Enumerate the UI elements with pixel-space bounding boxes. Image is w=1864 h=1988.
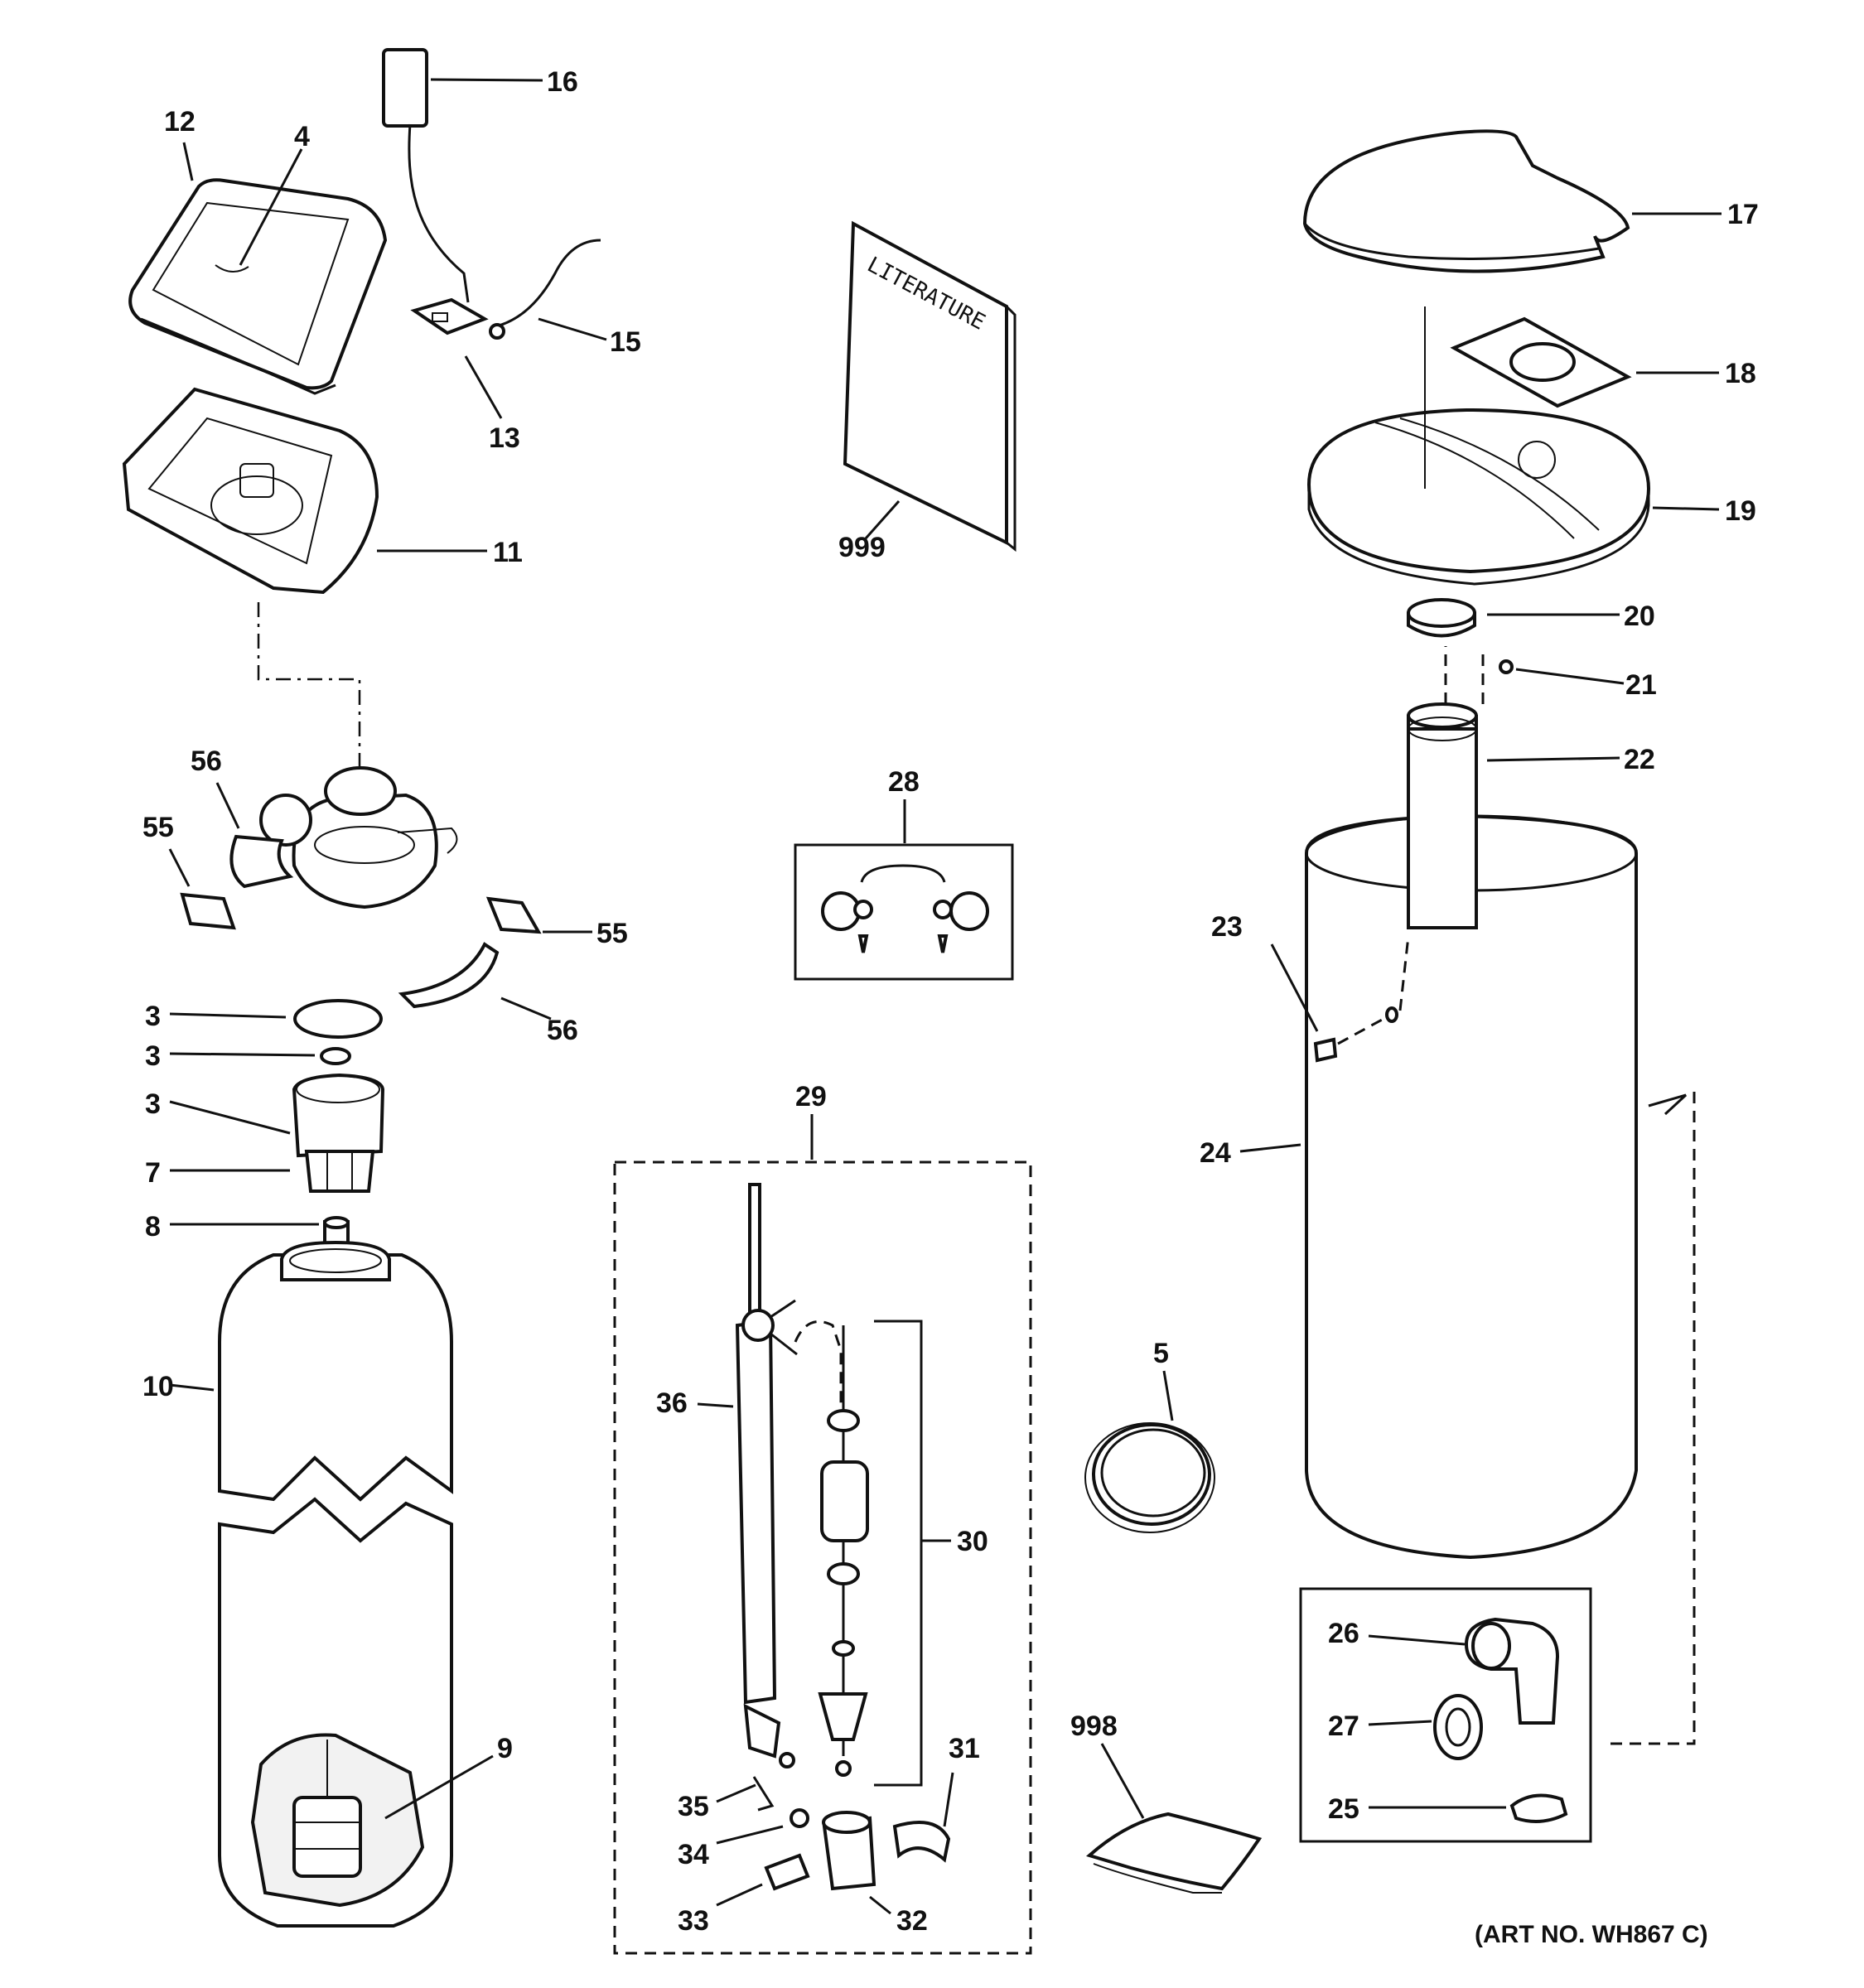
part-998-salt-pad bbox=[1085, 1812, 1263, 1894]
part-18-gasket bbox=[1450, 316, 1719, 408]
label-8: 8 bbox=[145, 1211, 161, 1242]
label-17: 17 bbox=[1727, 199, 1759, 230]
part-56-clip-upper bbox=[215, 782, 294, 889]
label-29: 29 bbox=[795, 1081, 827, 1112]
part-17-salt-lid bbox=[1302, 129, 1722, 273]
alignment-line-cover-to-valve bbox=[257, 602, 361, 766]
part-32-safety-float-body bbox=[822, 1811, 891, 1915]
label-34: 34 bbox=[678, 1839, 709, 1870]
label-26: 26 bbox=[1328, 1618, 1359, 1649]
label-22: 22 bbox=[1624, 744, 1655, 775]
part-23-overflow-screw bbox=[1270, 935, 1410, 1063]
overflow-kit-box bbox=[1299, 1587, 1592, 1843]
part-3-adapter-o-ring bbox=[169, 1073, 385, 1158]
valve-body-assembly bbox=[259, 766, 458, 910]
part-28-clip-kit bbox=[794, 843, 1014, 981]
alignment-line-overflow-kit bbox=[1603, 1092, 1696, 1745]
label-12: 12 bbox=[164, 106, 196, 138]
part-999-literature: LITERATURE bbox=[843, 220, 1017, 552]
part-25-hose-clamp bbox=[1369, 1793, 1568, 1823]
part-9-distributor-basket bbox=[250, 1733, 494, 1908]
part-26-overflow-elbow bbox=[1368, 1617, 1560, 1725]
label-21: 21 bbox=[1625, 669, 1657, 701]
leader-998 bbox=[1100, 1743, 1145, 1819]
label-24: 24 bbox=[1200, 1137, 1231, 1169]
part-31-clip bbox=[892, 1772, 954, 1863]
label-999: 999 bbox=[838, 532, 886, 563]
part-21-float-ball bbox=[1499, 659, 1625, 685]
part-56-clip-lower bbox=[398, 942, 552, 1021]
part-3-o-ring-large bbox=[169, 999, 383, 1039]
alignment-arrow bbox=[1648, 1093, 1688, 1116]
label-10: 10 bbox=[142, 1371, 174, 1402]
leader-5 bbox=[1162, 1370, 1174, 1421]
part-16-power-adapter bbox=[382, 48, 543, 303]
label-4: 4 bbox=[294, 121, 310, 152]
part-27-grommet bbox=[1368, 1694, 1483, 1760]
part-15-sensor-harness bbox=[489, 239, 607, 341]
part-55-clip-pin-left bbox=[168, 848, 236, 930]
label-36: 36 bbox=[656, 1387, 688, 1419]
part-30-float-assembly bbox=[794, 1320, 951, 1787]
label-16: 16 bbox=[547, 66, 578, 98]
part-20-cap bbox=[1407, 598, 1620, 638]
label-998: 998 bbox=[1070, 1711, 1118, 1742]
label-9: 9 bbox=[497, 1733, 513, 1764]
part-34-o-ring bbox=[716, 1808, 809, 1845]
label-3-a: 3 bbox=[145, 1001, 161, 1032]
part-36-brine-well-tube bbox=[697, 1183, 798, 1705]
label-13: 13 bbox=[489, 422, 520, 454]
label-25: 25 bbox=[1328, 1793, 1359, 1825]
label-7: 7 bbox=[145, 1157, 161, 1189]
label-33: 33 bbox=[678, 1905, 709, 1937]
label-3-c: 3 bbox=[145, 1088, 161, 1120]
label-18: 18 bbox=[1725, 358, 1756, 389]
part-55-clip-pin-right bbox=[485, 896, 592, 934]
label-20: 20 bbox=[1624, 601, 1655, 632]
part-13-circuit-board bbox=[410, 297, 503, 419]
label-56-lower: 56 bbox=[547, 1015, 578, 1046]
part-12-control-cover bbox=[128, 178, 388, 395]
brine-valve-assembly-box bbox=[613, 1160, 1032, 1955]
label-15: 15 bbox=[610, 326, 641, 358]
label-32: 32 bbox=[896, 1905, 928, 1937]
part-5-drain-tubing bbox=[1084, 1422, 1215, 1533]
label-55-right: 55 bbox=[596, 918, 628, 949]
label-11: 11 bbox=[493, 537, 523, 568]
label-35: 35 bbox=[678, 1791, 709, 1822]
part-11-control-base bbox=[122, 387, 487, 595]
label-19: 19 bbox=[1725, 495, 1756, 527]
label-31: 31 bbox=[949, 1733, 980, 1764]
label-56-upper: 56 bbox=[191, 746, 222, 777]
label-28: 28 bbox=[888, 766, 920, 798]
part-33-elbow bbox=[716, 1853, 810, 1907]
label-30: 30 bbox=[957, 1526, 988, 1557]
label-23: 23 bbox=[1211, 911, 1243, 943]
part-4-label-window bbox=[215, 148, 303, 273]
label-27: 27 bbox=[1328, 1711, 1359, 1742]
art-number: (ART NO. WH867 C) bbox=[1475, 1921, 1708, 1948]
label-3-b: 3 bbox=[145, 1040, 161, 1072]
label-55-left: 55 bbox=[142, 812, 174, 843]
part-24-brine-tank bbox=[1239, 717, 1638, 1560]
part-19-brine-tank-cover bbox=[1306, 306, 1720, 586]
part-7-adapter-coupling bbox=[170, 1150, 375, 1193]
part-35-brine-line-adapter bbox=[716, 1703, 795, 1812]
label-5: 5 bbox=[1153, 1338, 1169, 1369]
part-3-o-ring-small bbox=[169, 1047, 351, 1065]
